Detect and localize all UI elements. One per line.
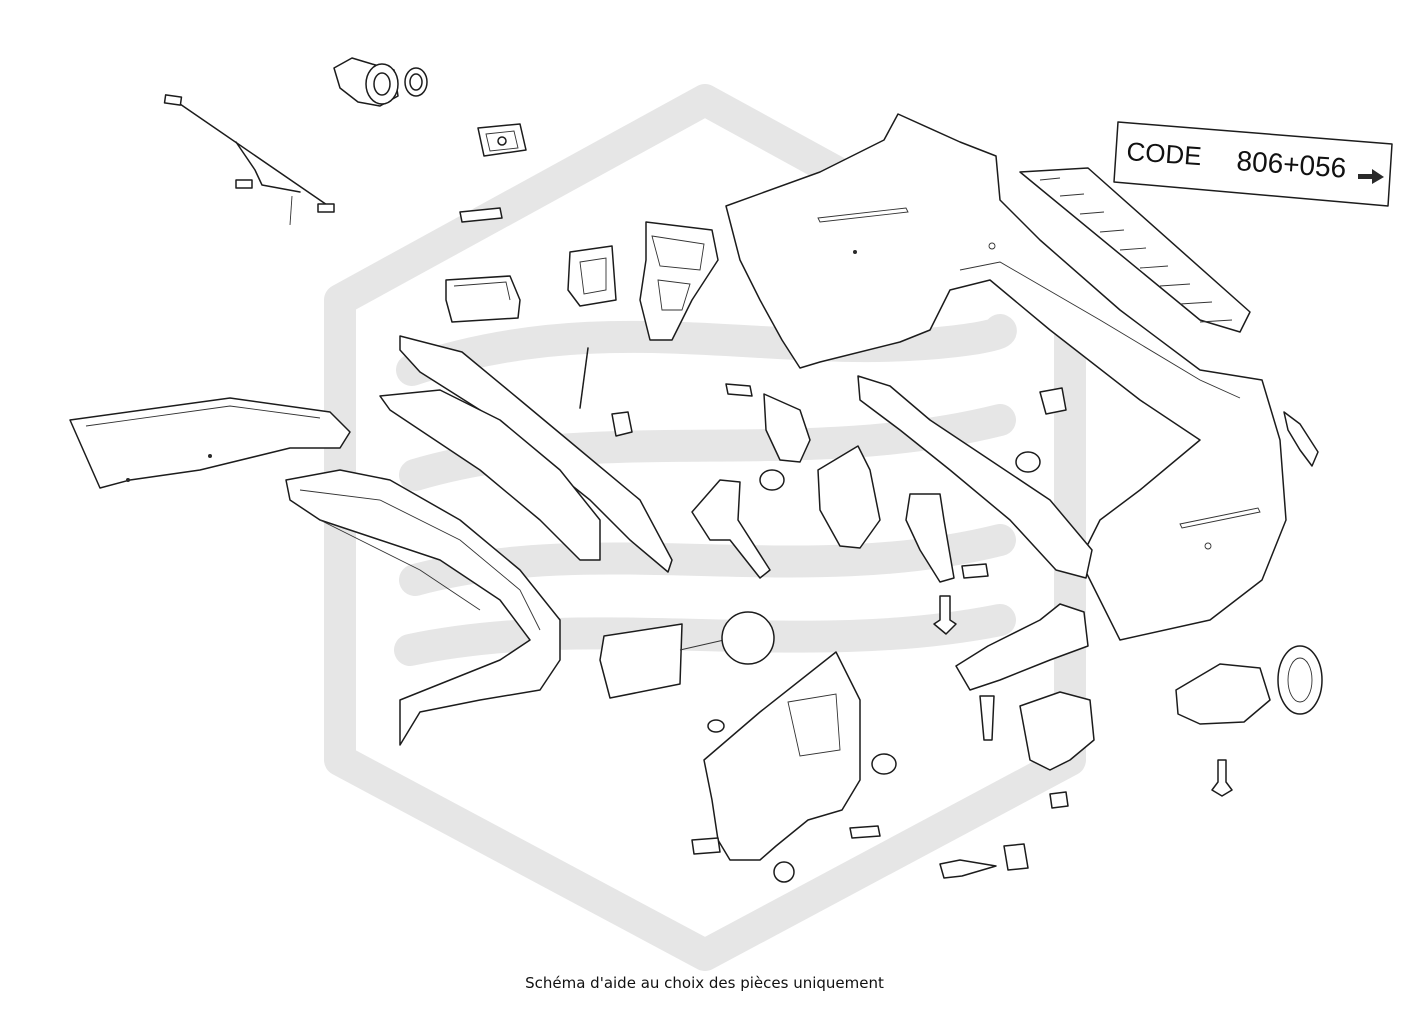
washer <box>707 719 725 733</box>
wiring-harness <box>163 94 335 226</box>
arrow-right-icon <box>1358 169 1384 184</box>
nut-b <box>871 753 897 775</box>
clip-d <box>961 563 989 579</box>
clip-strip <box>459 207 503 223</box>
pin <box>979 695 995 741</box>
clip-h <box>691 837 721 855</box>
clip-g <box>1003 843 1029 871</box>
nut-c <box>773 861 795 883</box>
rear-bumper-cover <box>725 113 1287 641</box>
clip-e <box>849 825 881 839</box>
mount-bracket <box>817 445 881 549</box>
screw-c <box>939 859 997 879</box>
nut <box>759 469 785 491</box>
support-bracket-b <box>763 393 811 463</box>
sensor-bezel <box>1175 645 1323 725</box>
lower-trim-strip <box>379 335 673 573</box>
screw-a <box>933 595 957 635</box>
clip-c <box>1039 387 1067 415</box>
lower-support-frame <box>703 651 861 861</box>
support-bracket-a <box>691 479 771 579</box>
grommet <box>1015 451 1041 473</box>
control-module <box>445 275 521 323</box>
end-trim <box>1283 411 1319 467</box>
long-mount-rail <box>857 375 1093 579</box>
side-guide-bracket <box>639 221 719 341</box>
upper-grille-strip <box>1019 167 1251 333</box>
sensor-holder <box>477 123 527 157</box>
guide-bracket <box>1019 691 1095 771</box>
clip-small <box>611 411 633 437</box>
detail-circle <box>721 611 775 665</box>
diagram-caption: Schéma d'aide au choix des pièces unique… <box>525 974 884 992</box>
upright-bracket <box>905 493 955 583</box>
clip-strip-b <box>725 383 753 397</box>
code-value: 806+056 <box>1236 145 1348 184</box>
diffuser-assembly <box>285 469 561 746</box>
lower-bumper-panel <box>69 397 351 489</box>
parking-sensor <box>333 57 428 107</box>
code-prefix: CODE <box>1126 136 1203 171</box>
corner-bracket <box>955 603 1089 691</box>
small-bracket <box>567 245 617 307</box>
clip-f <box>1049 791 1069 809</box>
cover-plate <box>599 623 683 699</box>
rod <box>579 347 589 409</box>
screw-b <box>1211 759 1233 797</box>
code-label: CODE 806+056 <box>1113 121 1393 207</box>
